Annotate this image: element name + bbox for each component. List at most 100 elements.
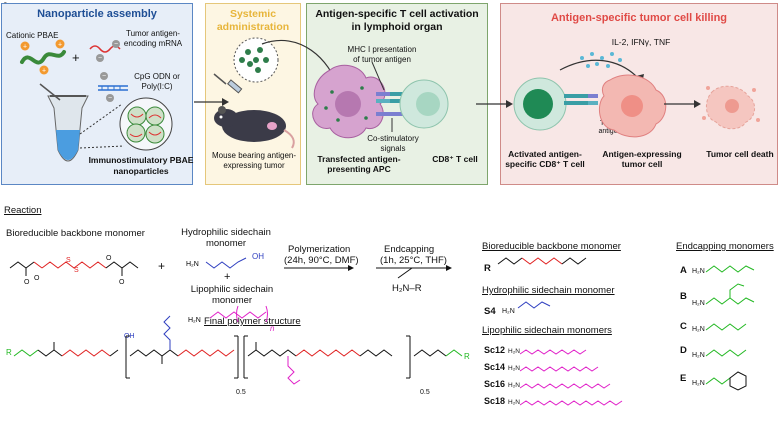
reaction-heading: Reaction	[4, 205, 42, 216]
legend-endcap-heading: Endcapping monomers	[676, 241, 774, 252]
svg-text:−: −	[102, 73, 106, 80]
svg-text:S: S	[74, 267, 79, 274]
svg-text:+: +	[23, 44, 27, 51]
nanoparticle-zoom-icon	[233, 37, 279, 83]
panel-title-systemic: Systemic administration	[216, 8, 290, 33]
tumor-death-icon	[702, 85, 760, 130]
apc-cell-icon	[312, 64, 386, 139]
svg-text:+: +	[42, 68, 46, 75]
panel-nanoparticle-assembly: Nanoparticle assembly Cationic PBAE Tumo…	[1, 3, 193, 185]
panel-title-killing: Antigen-specific tumor cell killing	[550, 12, 728, 24]
label-costim: Co-stimulatory signals	[367, 134, 419, 153]
charge-icon	[55, 39, 65, 49]
svg-text:O: O	[34, 275, 40, 282]
label-n-index: n	[270, 324, 275, 333]
legend-sc16-h2n: H₂N	[508, 382, 520, 389]
mhc-receptor-icon	[376, 92, 406, 116]
legend-d-h2n: H₂N	[692, 352, 705, 359]
legend-sc14-h2n: H₂N	[508, 365, 520, 372]
legend-r-structure	[497, 257, 587, 265]
svg-text:O: O	[106, 255, 112, 262]
svg-text:−: −	[108, 95, 112, 102]
legend-r: R	[484, 263, 491, 274]
legend-c-h2n: H₂N	[692, 326, 705, 333]
label-tumor-cell: Antigen-expressing tumor cell	[602, 149, 682, 169]
svg-text:S: S	[66, 257, 71, 264]
svg-text:O: O	[24, 279, 30, 286]
charge-icon	[20, 41, 30, 51]
legend-a-h2n: H₂N	[692, 268, 705, 275]
label-immunostimulatory-np: Immunostimulatory PBAE nanoparticles	[88, 155, 194, 176]
legend-sc18-h2n: H₂N	[508, 399, 520, 406]
legend-endcap-d: D	[680, 345, 687, 356]
label-backbone-monomer: Bioreducible backbone monomer	[6, 228, 145, 239]
legend-lipophilic-heading: Lipophilic sidechain monomers	[482, 325, 612, 336]
legend-endcap-e: E	[680, 373, 687, 384]
label-r-right: R	[464, 352, 470, 361]
label-mrna: Tumor antigen-encoding mRNA	[123, 29, 183, 48]
label-cd8: CD8⁺ T cell	[432, 154, 478, 164]
legend-sc16: Sc16	[484, 379, 506, 389]
final-polymer-structure	[13, 315, 463, 385]
cytokine-dots-icon	[580, 52, 622, 68]
legend-b-h2n: H₂N	[692, 300, 705, 307]
svg-text:−: −	[114, 41, 118, 48]
legend-e-h2n: H₂N	[692, 380, 705, 387]
svg-text:O: O	[119, 279, 125, 286]
label-hydrophilic-monomer: Hydrophilic sidechain monomer	[181, 227, 271, 249]
syringe-icon	[213, 73, 243, 94]
label-cationic-pbae: Cationic PBAE	[6, 31, 59, 40]
label-tumor-death: Tumor cell death	[706, 149, 774, 159]
cpg-icon	[98, 85, 128, 91]
label-endcap-reagent: H₂N–R	[392, 283, 422, 294]
panel-title-assembly: Nanoparticle assembly	[37, 8, 157, 20]
backbone-monomer-structure	[9, 261, 139, 276]
legend-s4: S4	[484, 306, 496, 317]
legend-sc-structures	[519, 349, 623, 406]
label-apc: Transfected antigen-presenting APC	[317, 154, 401, 174]
panel-systemic-administration: Systemic administration Mouse bearing an…	[205, 3, 301, 185]
legend-endcap-c: C	[680, 321, 687, 332]
legend-endcap-a: A	[680, 265, 687, 276]
legend-sc12: Sc12	[484, 345, 506, 355]
label-polymerization: Polymerization	[288, 244, 351, 255]
legend-hydrophilic-heading: Hydrophilic sidechain monomer	[482, 285, 615, 296]
final-structure-heading: Final polymer structure	[204, 316, 301, 327]
tube-icon	[39, 83, 89, 162]
plus-sign-2: +	[224, 271, 231, 283]
legend-sc12-h2n: H₂N	[508, 348, 520, 355]
label-polymerization-cond: (24h, 90°C, DMF)	[284, 255, 359, 266]
pbae-strand-icon	[20, 50, 66, 65]
top-illustrations: + + + + − − − −	[20, 37, 760, 162]
legend-sc14: Sc14	[484, 362, 506, 372]
svg-text:H₂N: H₂N	[186, 261, 199, 268]
svg-text:+: +	[58, 42, 62, 49]
label-frac-2: 0.5	[420, 389, 430, 396]
legend-backbone-heading: Bioreducible backbone monomer	[482, 241, 621, 252]
label-lipophilic-monomer: Lipophilic sidechain monomer	[190, 284, 274, 306]
legend-s4-h2n: H₂N	[502, 308, 515, 315]
label-r-left: R	[6, 348, 12, 357]
charge-icon	[39, 65, 49, 75]
legend-endcap-structures	[705, 265, 755, 391]
label-frac-1: 0.5	[236, 389, 246, 396]
svg-text:−: −	[98, 55, 102, 62]
label-oh-hydrophilic: OH	[252, 252, 264, 261]
label-endcapping: Endcapping	[384, 244, 435, 255]
legend-sc18: Sc18	[484, 396, 506, 406]
hydrophilic-monomer-structure	[205, 257, 247, 269]
panel-title-activation: Antigen-specific T cell activation in ly…	[315, 8, 479, 33]
label-cytokines: IL-2, IFNγ, TNF	[611, 37, 671, 47]
label-mhc: MHC I presentation of tumor antigen	[347, 45, 417, 64]
lipophilic-monomer-structure	[209, 305, 268, 323]
label-endcapping-cond: (1h, 25°C, THF)	[380, 255, 447, 266]
svg-text:H₂N: H₂N	[188, 317, 201, 324]
nanoparticle-icon	[119, 97, 173, 151]
label-activated-cd8: Activated antigen-specific CD8⁺ T cell	[505, 149, 585, 169]
label-mouse: Mouse bearing antigen-expressing tumor	[211, 151, 297, 170]
legend-s4-structure	[517, 301, 551, 309]
legend-endcap-b: B	[680, 291, 687, 302]
label-cpg: CpG ODN or Poly(I:C)	[134, 72, 180, 91]
mouse-icon	[214, 106, 295, 149]
